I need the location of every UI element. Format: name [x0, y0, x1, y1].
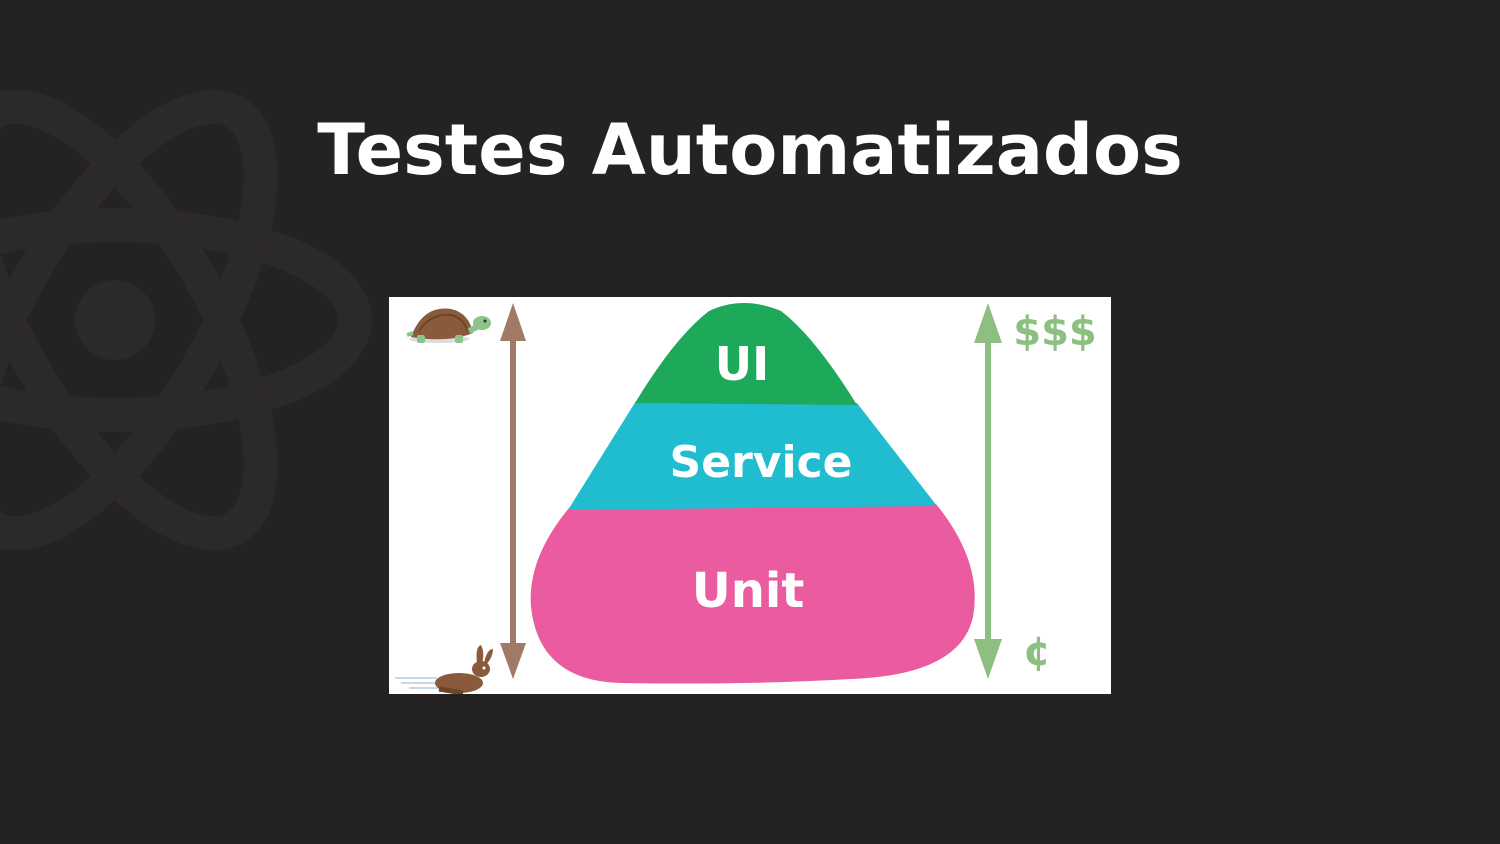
cost-high-label: $$$	[1013, 309, 1097, 355]
service-label: Service	[670, 437, 853, 488]
rabbit-icon	[395, 645, 493, 694]
turtle-icon	[406, 308, 491, 343]
cost-low-label: ¢	[1023, 629, 1051, 675]
unit-label: Unit	[692, 563, 805, 619]
slide-title: Testes Automatizados	[317, 109, 1183, 191]
background-atom-logo-icon	[0, 89, 372, 551]
test-pyramid-diagram: UI Service Unit $$$ ¢	[389, 297, 1111, 694]
test-pyramid: UI Service Unit	[530, 303, 975, 684]
speed-axis-arrow	[500, 303, 526, 679]
cost-axis-arrow	[974, 303, 1002, 679]
service-layer	[568, 401, 937, 510]
ui-label: UI	[715, 337, 769, 391]
unit-layer	[530, 504, 975, 684]
ui-layer	[635, 303, 857, 405]
